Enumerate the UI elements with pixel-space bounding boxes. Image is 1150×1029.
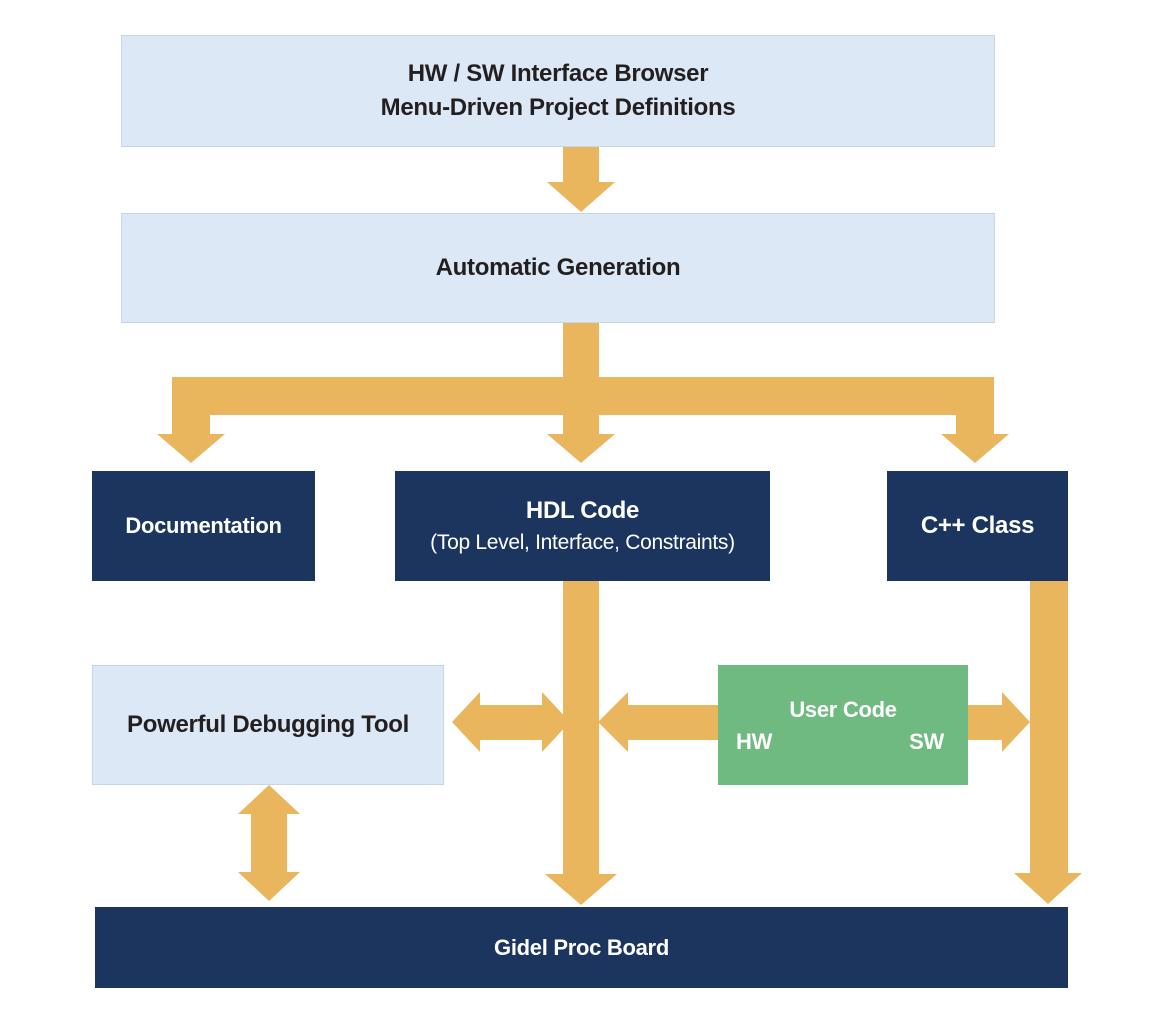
arrow-cpp-to-board-icon: [1014, 579, 1082, 904]
user-code-sw-label: SW: [909, 729, 944, 754]
arrow-usercode-to-cpp-icon: [968, 692, 1030, 752]
hdl-code-title: HDL Code: [525, 497, 640, 524]
hdl-code-subtitle: (Top Level, Interface, Constraints): [430, 531, 735, 554]
node-gidel-proc-board: Gidel Proc Board: [95, 907, 1068, 988]
interface-browser-line2: Menu-Driven Project Definitions: [380, 94, 736, 121]
documentation-label: Documentation: [125, 513, 282, 538]
node-user-code: User Code HW SW: [718, 665, 968, 785]
debugging-tool-label: Powerful Debugging Tool: [127, 711, 409, 738]
arrow-usercode-to-hdl-icon: [598, 692, 718, 752]
cpp-class-label: C++ Class: [920, 512, 1035, 539]
arrow-down-icon: [547, 146, 615, 212]
node-cpp-class: C++ Class: [887, 471, 1068, 581]
node-debugging-tool: Powerful Debugging Tool: [92, 665, 444, 785]
node-hdl-code: HDL Code (Top Level, Interface, Constrai…: [395, 471, 770, 581]
interface-browser-line1: HW / SW Interface Browser: [407, 60, 709, 87]
arrow-double-horizontal-icon: [452, 692, 570, 752]
arrow-double-vertical-icon: [238, 785, 300, 901]
user-code-hw-sw-row: HW SW: [718, 725, 968, 757]
user-code-title: User Code: [789, 697, 897, 722]
node-documentation: Documentation: [92, 471, 315, 581]
gidel-proc-board-label: Gidel Proc Board: [494, 934, 669, 960]
node-automatic-generation: Automatic Generation: [121, 213, 995, 323]
node-interface-browser: HW / SW Interface Browser Menu-Driven Pr…: [121, 35, 995, 147]
user-code-hw-label: HW: [736, 729, 773, 754]
automatic-generation-label: Automatic Generation: [435, 254, 681, 281]
arrow-branch-icon: [157, 322, 1009, 463]
arrow-hdl-to-board-icon: [545, 579, 617, 905]
